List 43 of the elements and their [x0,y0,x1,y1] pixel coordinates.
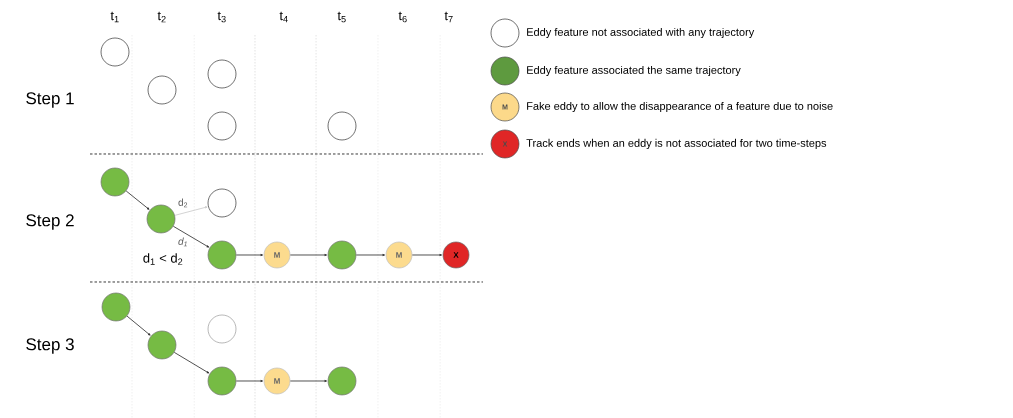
arrow [355,253,386,257]
arrow [411,253,443,257]
step-label: Step 3 [26,338,74,354]
time-label: t$_{1}$ [110,11,119,23]
time-label: t$_{5}$ [337,11,346,23]
legend-text: Track ends when an eddy is not associated for two time-steps [526,138,827,150]
eddy-circle [147,75,177,105]
eddy-circle [327,366,357,396]
eddy-circle [207,314,237,344]
eddy-circle [100,37,130,67]
legend-text: Eddy feature associated the same trajectory [527,65,741,77]
time-label: t$_{7}$ [444,11,453,23]
eddy-circle [101,292,131,322]
arrow [289,253,328,257]
distance-inequality: d$_{1}$ < d$_{2}$ [143,253,183,265]
step-label: Step 2 [26,214,74,230]
arrow [235,379,264,383]
edge-label: d$_{2}$ [178,198,188,208]
eddy-circle [327,111,357,141]
arrow [174,206,208,216]
arrow [126,315,151,336]
eddy-circle [207,188,237,218]
eddy-circle [100,167,130,197]
eddy-circle [327,240,357,270]
eddy-circle [207,59,237,89]
time-label: t$_{6}$ [398,11,407,23]
arrow [289,379,328,383]
edge-label: d$_{1}$ [178,237,187,247]
legend-text: Fake eddy to allow the disappearance of a feature due to noise [527,101,833,113]
arrow [125,190,150,210]
eddy-circle [146,204,176,234]
arrow [173,352,210,374]
eddy-circle [207,240,237,270]
eddy-circle [147,330,177,360]
eddy-circle [207,366,237,396]
time-label: t$_{4}$ [279,11,288,23]
legend-text: Eddy feature not associated with any trajectory [527,27,755,39]
eddy-circle [207,111,237,141]
arrow [172,225,210,248]
arrow [235,253,264,257]
time-label: t$_{2}$ [157,11,166,23]
time-label: t$_{3}$ [217,11,226,23]
step-label: Step 1 [26,92,74,108]
